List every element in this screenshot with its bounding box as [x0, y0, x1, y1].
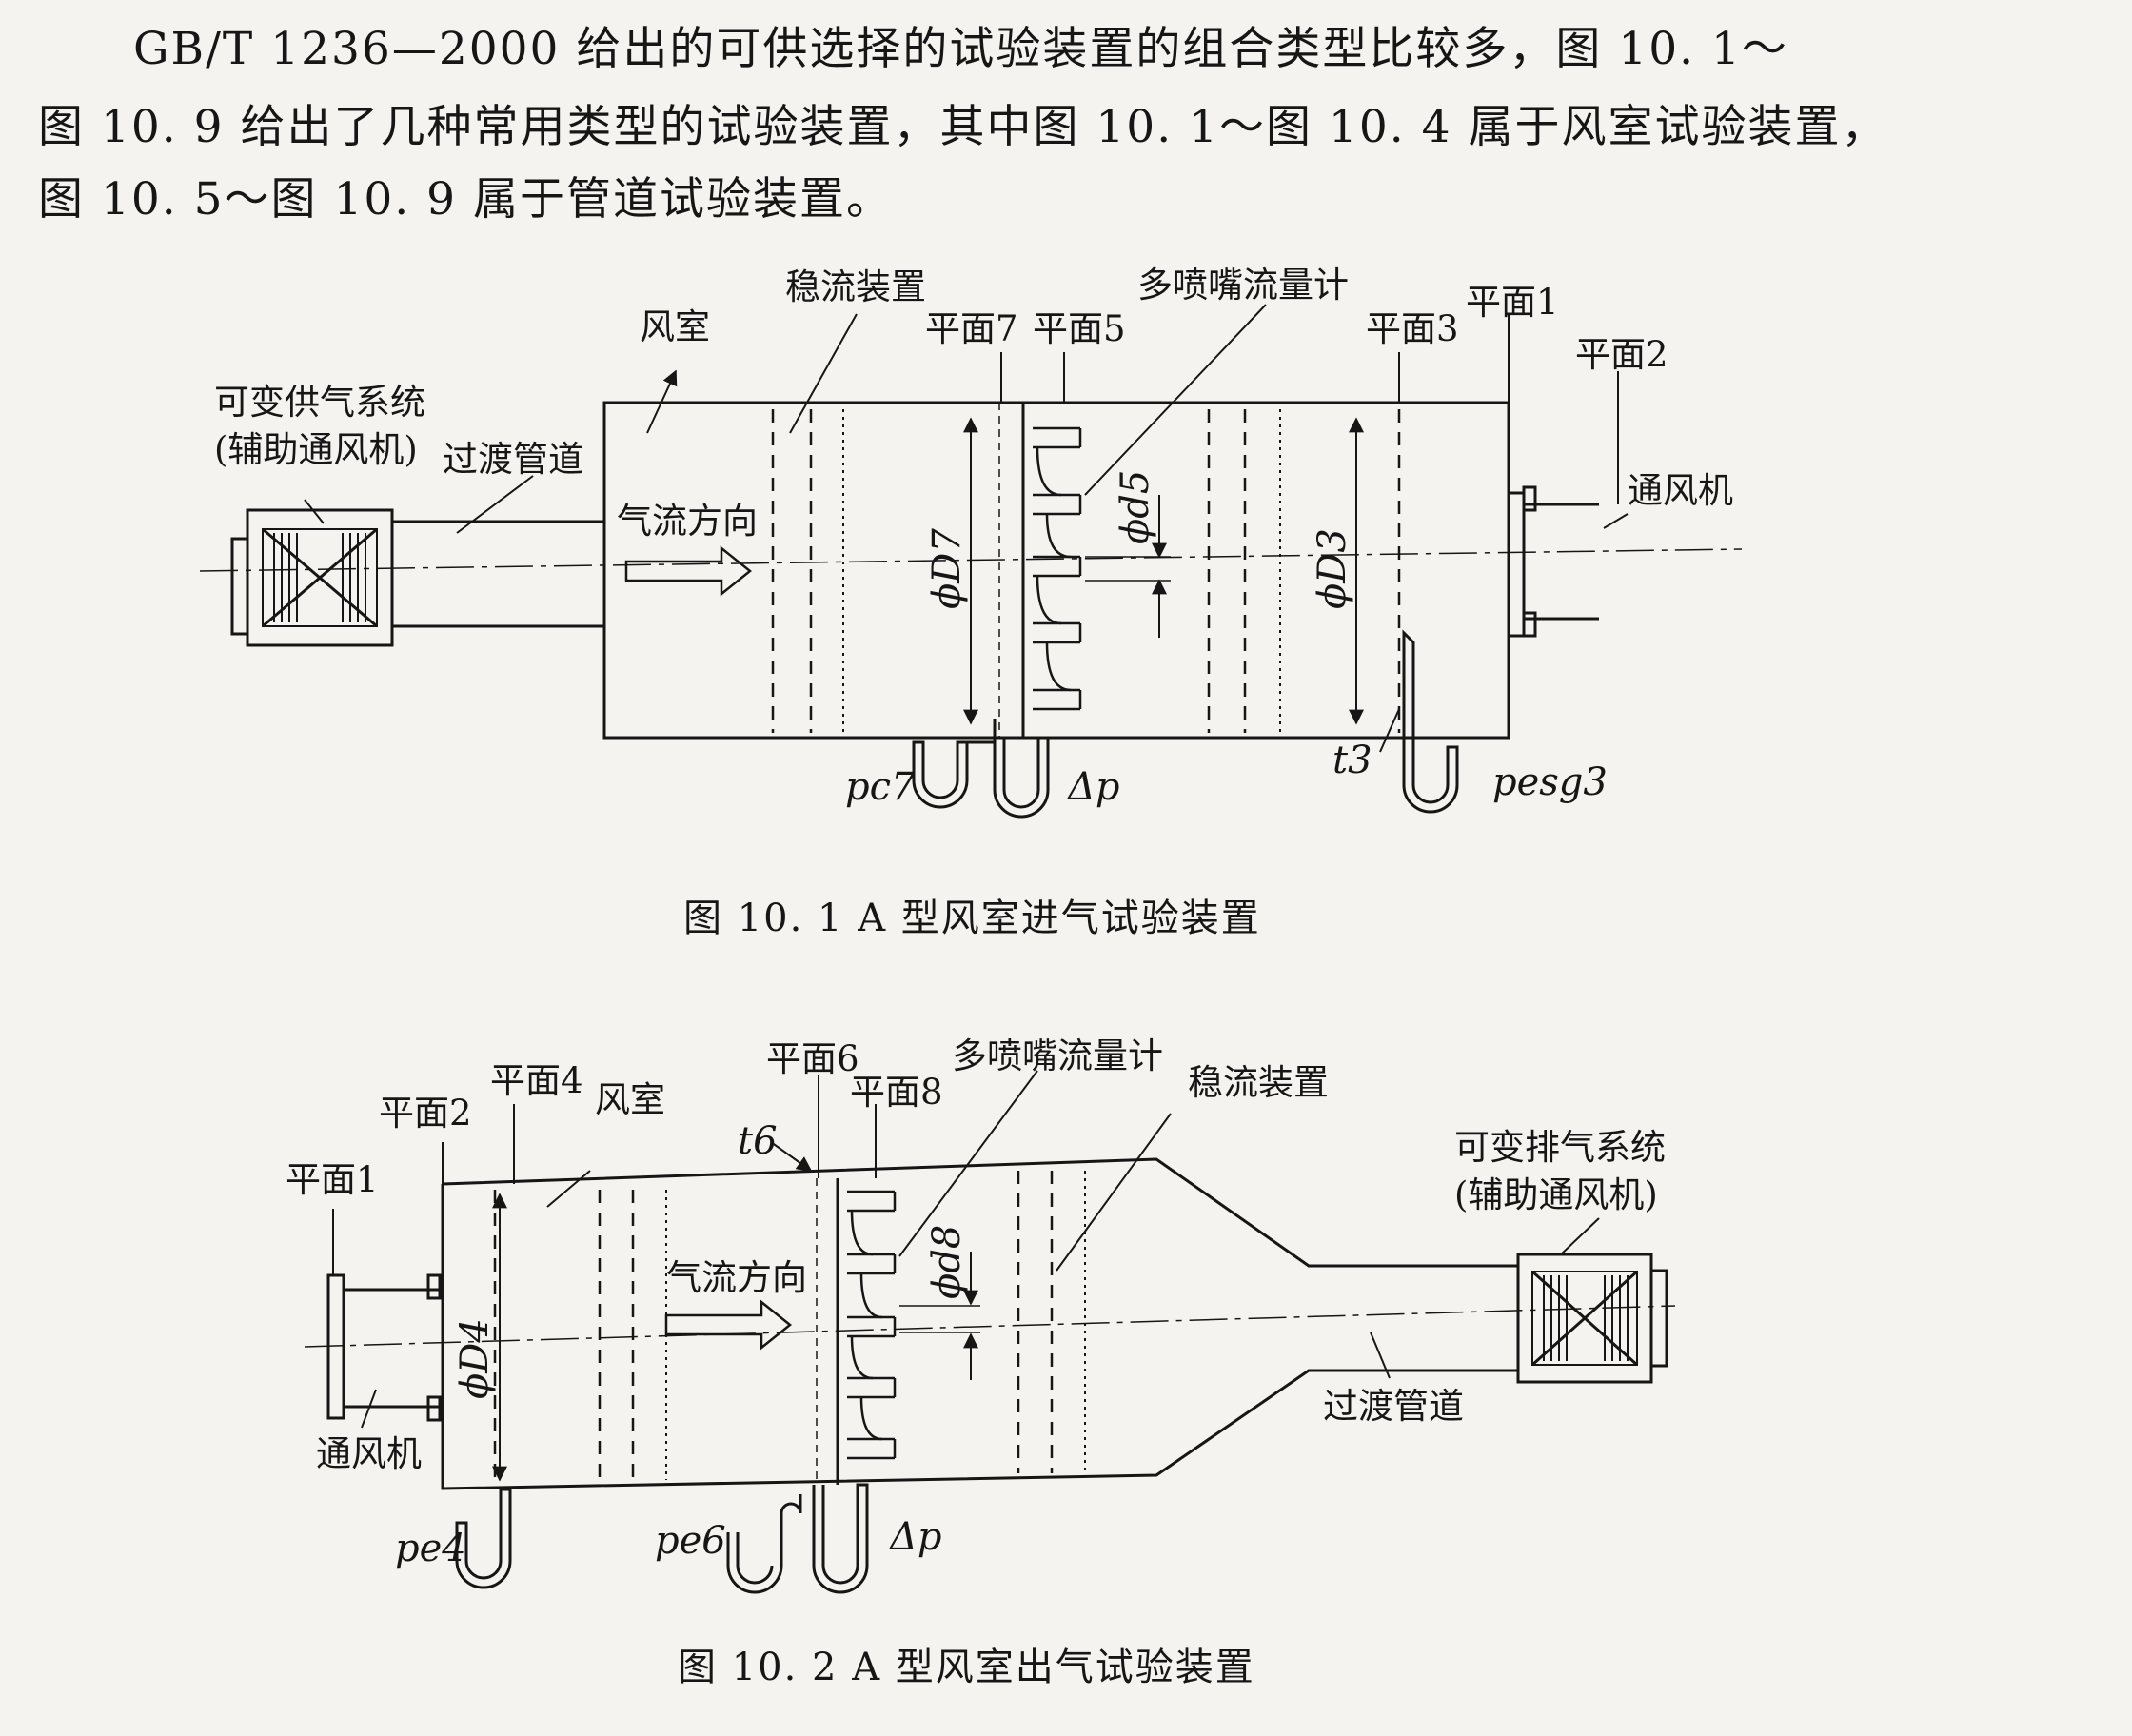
- manometers-1: [912, 629, 1459, 819]
- flow-arrow-1: [624, 545, 753, 597]
- label-flow-settler-2: 稳流装置: [1188, 1062, 1329, 1103]
- auxiliary-fan-unit-icon: [230, 508, 394, 647]
- label-fan-2: 通风机: [316, 1433, 422, 1474]
- flow-arrow-2: [664, 1299, 793, 1351]
- label-plane1-fig2: 平面1: [286, 1159, 379, 1200]
- label-nozzle-meter-1: 多喷嘴流量计: [1137, 265, 1349, 306]
- fan-2-icon: [326, 1273, 443, 1422]
- symbol-pe4: pe4: [395, 1527, 466, 1570]
- label-transition-duct-1: 过渡管道: [443, 439, 583, 480]
- symbol-t3: t3: [1332, 739, 1372, 782]
- paragraph-line-1: GB/T 1236—2000 给出的可供选择的试验装置的组合类型比较多，图 10…: [133, 23, 1788, 75]
- auxiliary-exhaust-fan-icon: [1516, 1253, 1668, 1384]
- symbol-D4: ϕD4: [453, 1318, 497, 1399]
- fan-1-icon: [1507, 485, 1599, 638]
- symbol-d5: ϕd5: [1114, 470, 1157, 544]
- label-exhaust-system: 可变排气系统: [1454, 1127, 1666, 1168]
- figure-10-2: 平面1 平面2 平面4 风室 平面6 平面8 多喷嘴流量计 稳流装置 可变排气系…: [286, 1036, 1676, 1689]
- symbol-pc7: pc7: [845, 765, 916, 809]
- label-transition-duct-2: 过渡管道: [1323, 1386, 1464, 1427]
- label-exhaust-aux: (辅助通风机): [1454, 1174, 1658, 1215]
- label-chamber-2: 风室: [595, 1079, 665, 1120]
- chamber-1: [602, 401, 1510, 740]
- label-fan-1: 通风机: [1628, 470, 1733, 511]
- chamber-2: [441, 1157, 1518, 1490]
- label-flow-direction-2: 气流方向: [666, 1257, 807, 1298]
- label-plane3: 平面3: [1366, 308, 1459, 349]
- nozzle-array-2: [847, 1190, 897, 1460]
- figure-10-1: 可变供气系统 (辅助通风机) 过渡管道 风室 稳流装置 平面7 平面5 多喷嘴流…: [199, 265, 1743, 940]
- label-plane4: 平面4: [490, 1060, 583, 1101]
- symbol-dp-1: Δp: [1066, 765, 1120, 809]
- manometers-2: [455, 1483, 869, 1594]
- nozzle-array-1: [1033, 426, 1082, 711]
- label-plane2-fig2: 平面2: [379, 1093, 472, 1134]
- paragraph-line-3: 图 10. 5～图 10. 9 属于管道试验装置。: [38, 173, 893, 226]
- symbol-D3: ϕD3: [1311, 528, 1354, 609]
- label-plane8: 平面8: [850, 1072, 943, 1113]
- symbol-d8: ϕd8: [925, 1225, 969, 1299]
- symbol-D7: ϕD7: [925, 528, 969, 609]
- paragraph-line-2: 图 10. 9 给出了几种常用类型的试验装置，其中图 10. 1～图 10. 4…: [38, 101, 1888, 153]
- symbol-dp-2: Δp: [888, 1515, 942, 1559]
- label-flow-settler-1: 稳流装置: [785, 266, 926, 307]
- label-supply-aux: (辅助通风机): [214, 429, 418, 470]
- label-nozzle-meter-2: 多喷嘴流量计: [952, 1036, 1163, 1076]
- label-plane5: 平面5: [1033, 308, 1126, 349]
- label-flow-direction-1: 气流方向: [617, 501, 758, 542]
- symbol-pe6: pe6: [655, 1519, 726, 1563]
- symbol-pesg3: pesg3: [1492, 760, 1608, 804]
- label-plane6: 平面6: [766, 1038, 859, 1079]
- label-chamber-1: 风室: [640, 306, 710, 347]
- label-plane2-fig1: 平面2: [1575, 334, 1668, 375]
- label-plane1-fig1: 平面1: [1466, 282, 1559, 323]
- label-plane7: 平面7: [925, 308, 1018, 349]
- label-supply-system: 可变供气系统: [214, 382, 425, 423]
- caption-fig-10-1: 图 10. 1 A 型风室进气试验装置: [683, 897, 1261, 940]
- symbol-t6: t6: [738, 1119, 778, 1163]
- caption-fig-10-2: 图 10. 2 A 型风室出气试验装置: [678, 1646, 1255, 1689]
